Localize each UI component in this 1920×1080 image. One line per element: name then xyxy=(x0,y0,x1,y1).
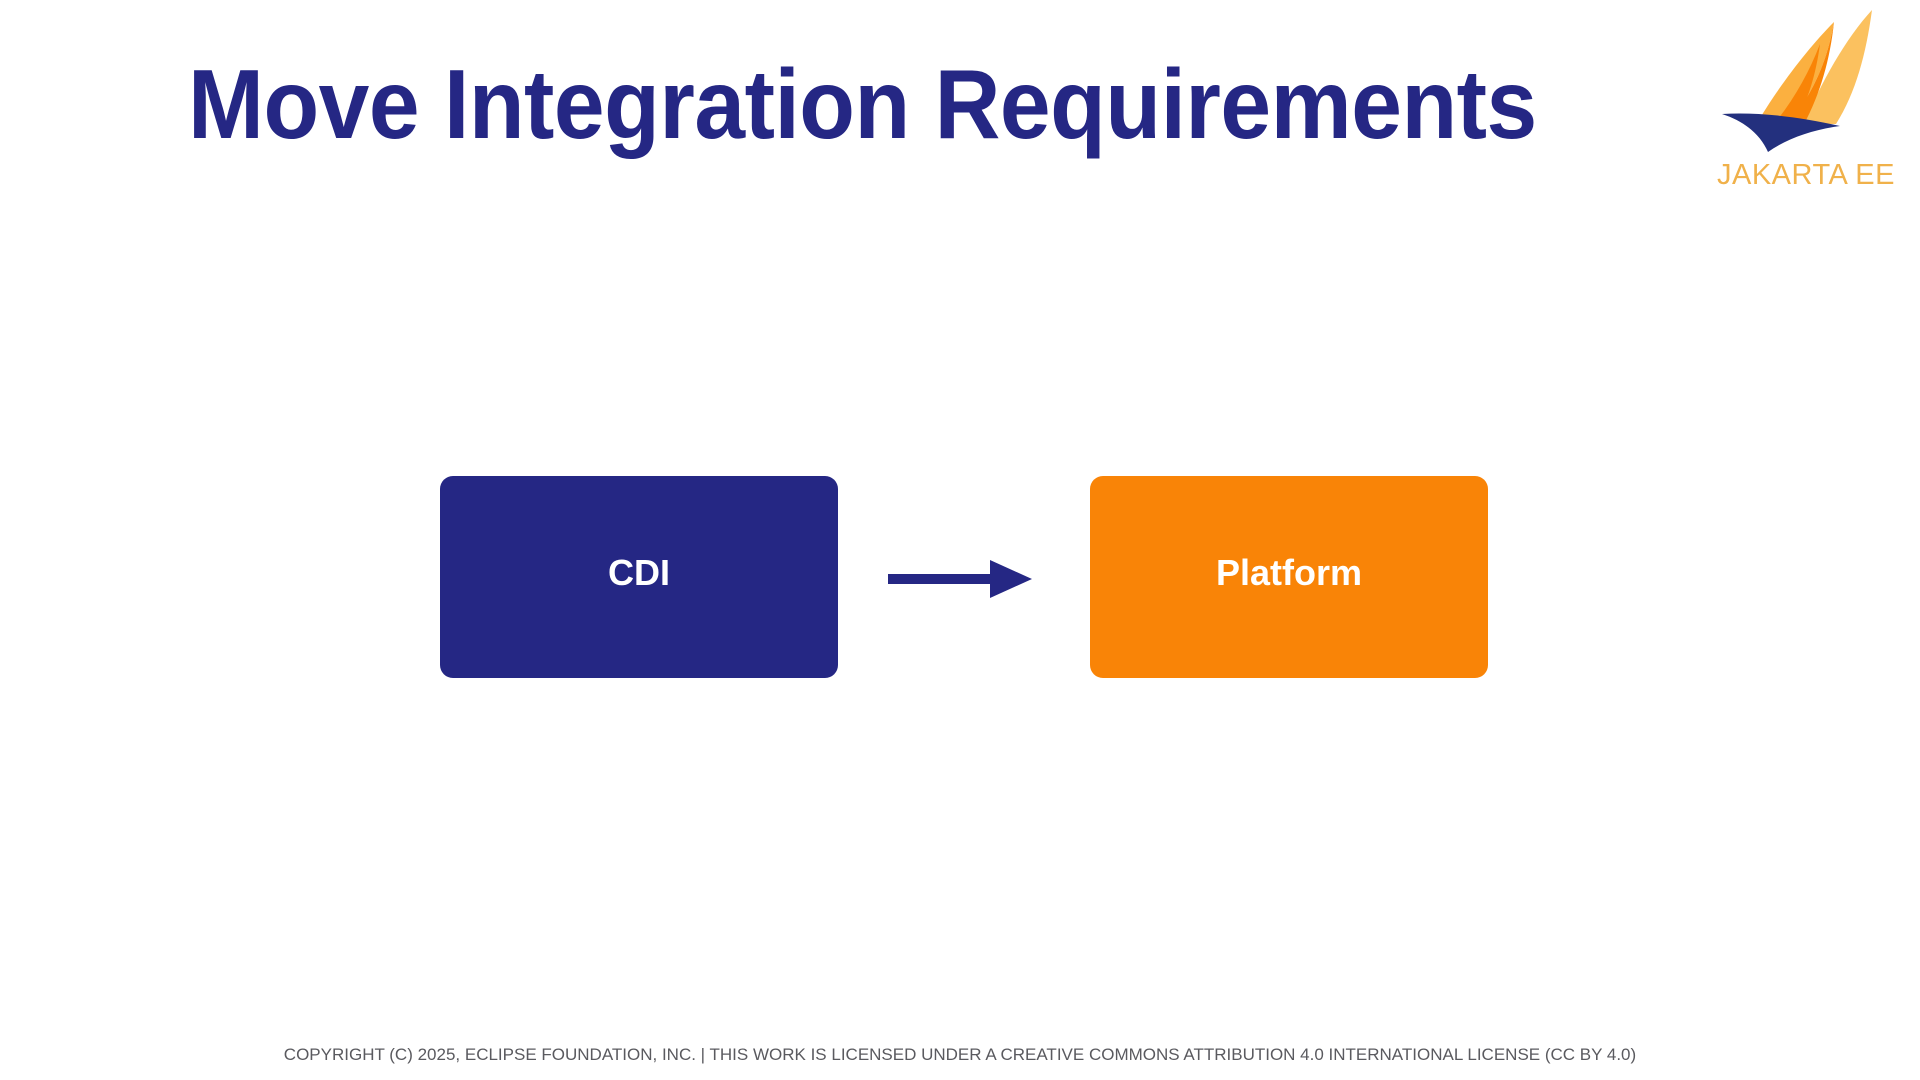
node-platform: Platform xyxy=(1090,476,1488,678)
node-cdi-label: CDI xyxy=(608,552,670,593)
node-platform-label: Platform xyxy=(1215,552,1363,593)
logo-wordmark: JAKARTA EE xyxy=(1717,159,1895,191)
node-cdi: CDI xyxy=(440,476,838,678)
arrow-cdi-to-platform xyxy=(880,550,1045,608)
jakarta-ee-logo: JAKARTA EE xyxy=(1700,6,1912,202)
page-title: Move Integration Requirements xyxy=(188,49,1537,159)
footer-copyright: COPYRIGHT (C) 2025, ECLIPSE FOUNDATION, … xyxy=(283,1045,1637,1064)
sailboat-icon xyxy=(1716,6,1896,154)
